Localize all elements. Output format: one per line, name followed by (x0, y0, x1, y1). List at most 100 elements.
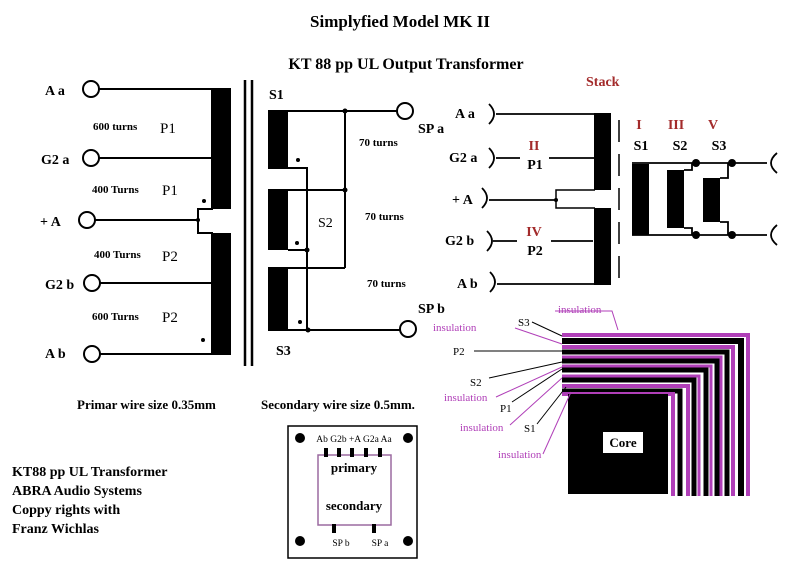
footer-line: Coppy rights with (12, 503, 121, 518)
secondary-label-s1: S1 (269, 88, 284, 103)
footer-line: KT88 pp UL Transformer (12, 465, 168, 480)
bobbin-pin-labels: Ab G2b +A G2a Aa (316, 435, 392, 445)
stack-terminal-label: G2 a (449, 151, 477, 166)
core-label-box (603, 432, 643, 453)
junction-dot (342, 108, 348, 114)
winding-name: P1 (160, 121, 176, 137)
stack-numeral: II (529, 139, 540, 154)
stack-winding: S1 (634, 139, 649, 154)
core-lines (243, 80, 254, 366)
mount-hole (403, 536, 413, 546)
junction-dot (554, 198, 558, 202)
stack-primary-upper (594, 113, 611, 190)
terminal-label-plus-a: + A (40, 215, 62, 230)
winding-cross-section (562, 333, 750, 496)
terminal-circle (82, 149, 100, 167)
bobbin-pin (350, 448, 354, 457)
dot-marker (296, 158, 300, 162)
secondary-wire-size: Secondary wire size 0.5mm. (261, 397, 415, 412)
insulation-layer (562, 355, 723, 496)
winding-layer (562, 358, 720, 496)
stack-terminal-arc (489, 271, 496, 293)
center-tap-wire (197, 208, 213, 234)
secondary-turns: 70 turns (367, 278, 407, 290)
layer-label-s2: S2 (470, 377, 482, 389)
insulation-layer (562, 345, 735, 496)
secondary-winding-s3 (268, 269, 288, 329)
stack-terminal-arc (488, 103, 495, 125)
mount-hole (403, 433, 413, 443)
winding-name: P2 (162, 249, 178, 265)
bobbin-pin (332, 524, 336, 533)
stack-winding: P1 (527, 158, 543, 173)
primary-winding-upper (211, 88, 231, 209)
insulation-layer (562, 333, 750, 496)
stack-terminal-label: + A (452, 193, 474, 208)
stack-output-arc (770, 152, 778, 174)
bobbin-pin-sp-b: SP b (332, 539, 350, 549)
insulation-layer (562, 384, 690, 496)
bobbin-pin (364, 448, 368, 457)
layer-label-insulation: insulation (498, 449, 542, 461)
winding-layer (562, 388, 683, 496)
junction-dot (304, 247, 310, 253)
diagram-subtitle: KT 88 pp UL Output Transformer (288, 56, 523, 73)
terminal-label-g2a: G2 a (41, 153, 69, 168)
stack-output-arc (770, 224, 778, 246)
terminal-circle (82, 80, 100, 98)
stack-secondary-s2 (667, 170, 684, 228)
winding-layer (562, 377, 697, 496)
footer-line: ABRA Audio Systems (12, 484, 142, 499)
bobbin-pin (372, 524, 376, 533)
junction-dot (728, 159, 736, 167)
terminal-label-g2b: G2 b (45, 278, 74, 293)
bobbin-secondary-label: secondary (326, 498, 383, 513)
secondary-schematic: S1 S2 S3 70 turns 70 turns 70 turns SP a… (268, 88, 445, 359)
junction-dot (342, 187, 348, 193)
stack-terminal-label: A a (455, 107, 475, 122)
junction-dot (728, 231, 736, 239)
layer-label-s3: S3 (518, 317, 530, 329)
terminal-label-ab: A b (45, 347, 66, 362)
bobbin-pin (337, 448, 341, 457)
layer-label-insulation: insulation (433, 322, 477, 334)
stack-terminal-label: A b (457, 277, 478, 292)
speaker-label-a: SP a (418, 122, 444, 137)
terminal-circle (83, 345, 101, 363)
layer-label-p1: P1 (500, 403, 512, 415)
stack-numeral: IV (526, 225, 542, 240)
winding-layer (562, 367, 709, 496)
primary-winding-lower (211, 233, 231, 355)
secondary-winding-s2 (268, 189, 288, 250)
winding-layer (562, 338, 744, 496)
winding-name: P1 (162, 183, 178, 199)
winding-turns: 600 Turns (92, 311, 139, 323)
terminal-circle (78, 211, 96, 229)
primary-wire-size: Primar wire size 0.35mm (77, 397, 216, 412)
speaker-terminal-b (399, 320, 417, 338)
junction-dot (692, 231, 700, 239)
copyright-block: KT88 pp UL Transformer ABRA Audio System… (12, 463, 167, 539)
winding-name: P2 (162, 310, 178, 326)
secondary-turns: 70 turns (359, 137, 399, 149)
winding-turns: 400 Turns (94, 249, 141, 261)
stack-terminal-arc (481, 187, 488, 209)
secondary-turns: 70 turns (365, 211, 405, 223)
winding-turns: 400 Turns (92, 184, 139, 196)
dot-marker (201, 338, 205, 342)
bobbin-diagram: Ab G2b +A G2a Aa primary secondary SP b … (287, 425, 418, 559)
stack-title: Stack (586, 75, 620, 90)
bobbin-pin-sp-a: SP a (372, 539, 390, 549)
stack-primary-lower (594, 208, 611, 285)
terminal-circle (83, 274, 101, 292)
dot-marker (295, 241, 299, 245)
speaker-terminal-a (396, 102, 414, 120)
bobbin-body (317, 454, 392, 526)
mount-hole (295, 536, 305, 546)
layer-label-p2: P2 (453, 346, 465, 358)
stack-numeral: V (708, 118, 718, 133)
secondary-label-s2: S2 (318, 216, 333, 231)
layer-label-insulation: insulation (460, 422, 504, 434)
terminal-label-aa: A a (45, 84, 65, 99)
